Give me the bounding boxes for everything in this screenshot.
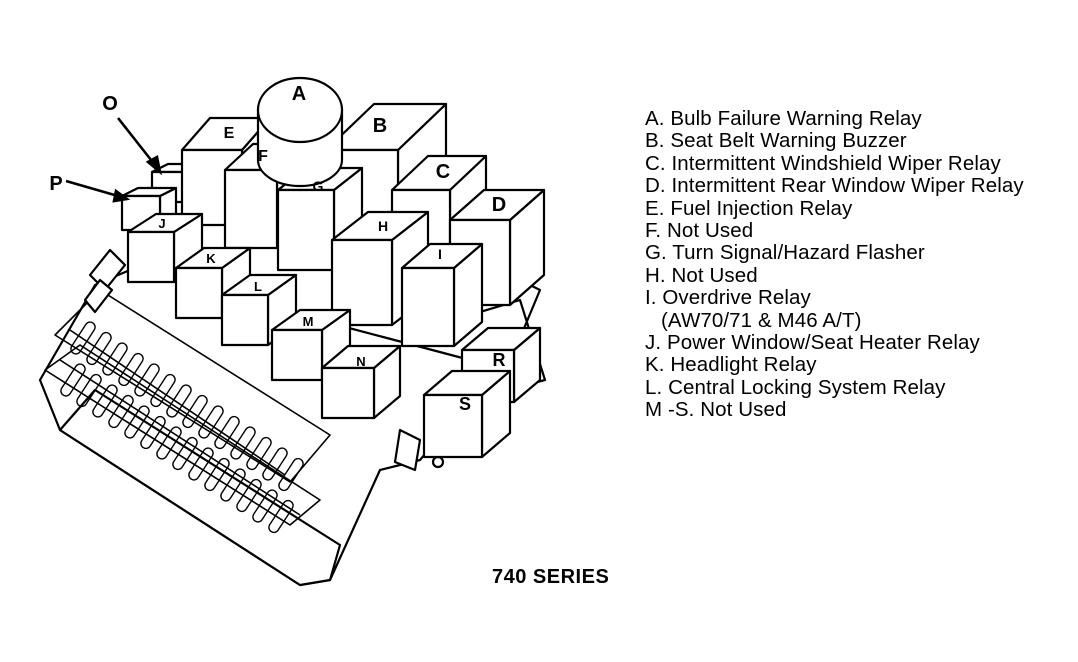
relay-label-c: C (436, 161, 450, 183)
relay-s-box (422, 369, 512, 459)
relay-n-box (320, 344, 402, 420)
fuse-cell (124, 405, 150, 439)
legend-item-e: E. Fuel Injection Relay (645, 196, 853, 220)
legend-item-j: J. Power Window/Seat Heater Relay (645, 331, 980, 355)
relay-label-f: F (258, 148, 268, 165)
relay-label-a: A (292, 83, 306, 105)
fuse-cell (262, 447, 288, 481)
relay-i-box (400, 242, 484, 348)
relay-label-i: I (438, 246, 442, 262)
fuse-cell (214, 415, 240, 450)
callout-label-p: P (49, 173, 62, 195)
relay-legend: A. Bulb Failure Warning Relay B. Seat Be… (645, 107, 1070, 422)
fuse-cell (236, 478, 262, 513)
fuse-cell (166, 384, 192, 418)
fuse-cell (268, 499, 294, 534)
relay-label-h: H (378, 218, 388, 234)
relay-label-l: L (254, 279, 262, 294)
callout-o-arrow (116, 117, 157, 166)
fuse-cell (76, 373, 102, 408)
relay-label-m: M (303, 314, 314, 329)
legend-item-a: A. Bulb Failure Warning Relay (645, 107, 922, 130)
fuse-cell (70, 321, 96, 355)
fuse-cell (220, 468, 246, 502)
fuse-cell (92, 384, 118, 418)
fuse-cell (182, 394, 208, 429)
relay-label-d: D (492, 194, 506, 216)
legend-item-c: C. Intermittent Windshield Wiper Relay (645, 151, 1001, 175)
legend-item-l: L. Central Locking System Relay (645, 375, 946, 399)
legend-item-i: I. Overdrive Relay (645, 286, 811, 310)
legend-item-h: H. Not Used (645, 263, 758, 287)
fuse-cell (188, 447, 214, 481)
fuse-cell (198, 405, 224, 439)
legend-item-k: K. Headlight Relay (645, 353, 817, 377)
callout-label-o: O (102, 93, 118, 115)
legend-item-d: D. Intermittent Rear Window Wiper Relay (645, 174, 1024, 198)
relay-label-b: B (373, 115, 387, 137)
legend-item-i-note: (AW70/71 & M46 A/T) (661, 308, 862, 332)
fuse-cell (86, 331, 112, 366)
fuse-cell (252, 489, 278, 523)
fuse-cell (246, 436, 272, 471)
relay-label-j: J (158, 216, 165, 231)
fuse-cell (156, 426, 182, 460)
fuse-cell (102, 342, 128, 376)
relay-label-n: N (356, 354, 365, 369)
fuse-cell (60, 363, 86, 397)
relay-label-g: G (313, 178, 324, 194)
relay-label-k: K (206, 251, 216, 266)
fuse-cell (134, 363, 160, 397)
relay-label-r: R (493, 350, 506, 370)
legend-item-g: G. Turn Signal/Hazard Flasher (645, 241, 925, 265)
fuse-strip (44, 289, 331, 526)
legend-item-b: B. Seat Belt Warning Buzzer (645, 129, 907, 153)
callout-p-arrow (65, 179, 119, 198)
fuse-cell (108, 394, 134, 429)
fuse-cell (150, 373, 176, 408)
fuse-cell (172, 436, 198, 471)
legend-item-f: F. Not Used (645, 219, 754, 243)
relay-a-cylinder (256, 76, 344, 188)
fuse-cell (118, 352, 144, 387)
fuse-cell (140, 415, 166, 450)
diagram-caption: 740 SERIES (492, 566, 610, 588)
fuse-cell (204, 457, 230, 492)
fuse-cell (230, 426, 256, 460)
legend-item-m-s: M -S. Not Used (645, 398, 787, 422)
fuse-cell (278, 457, 304, 492)
relay-label-e: E (224, 125, 235, 142)
relay-label-s: S (459, 394, 471, 414)
fuse-relay-box-diagram: A B C D E F G H I J K L M N R S O P (38, 76, 547, 587)
